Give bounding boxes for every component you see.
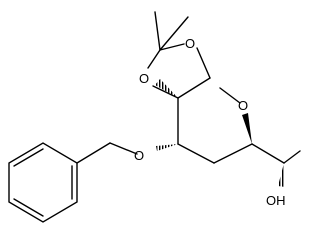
- wedge-c4-o1: [155, 79, 178, 98]
- bond-ch2-ph: [76, 142, 111, 164]
- atom-label-o-benzyl: O: [134, 148, 144, 163]
- atom-labels: O O O O OH: [134, 36, 286, 208]
- atom-label-o-methoxy: O: [238, 98, 248, 113]
- bond-lines: [8, 11, 301, 223]
- bond-cq-me1: [154, 11, 161, 51]
- bond-c7-c8: [251, 143, 285, 164]
- atom-label-oh: OH: [266, 193, 286, 208]
- bond-c5-ch2: [177, 143, 215, 164]
- atom-label-o2: O: [185, 36, 195, 51]
- benzene-inner-2: [13, 198, 44, 217]
- bond-ch2-c4: [177, 77, 211, 99]
- benzene-ring: [8, 142, 78, 223]
- bond-c4-o1: [152, 85, 179, 99]
- wedge-c8-oh: [278, 163, 285, 187]
- chemical-structure: O O O O OH: [8, 11, 301, 223]
- bond-obn-ch2: [109, 142, 138, 155]
- wedge-c7-ome: [242, 113, 252, 144]
- bond-cq-me2: [159, 16, 189, 51]
- wedge-c5-obn: [156, 144, 178, 151]
- bond-o2-ch2: [196, 47, 211, 79]
- bond-cq-o1: [147, 49, 161, 69]
- atom-label-o1: O: [139, 71, 149, 86]
- stereo-bonds: [155, 79, 285, 187]
- benzene-inner-3: [13, 148, 44, 167]
- bond-ch2-c7: [213, 143, 253, 164]
- bond-cq-o2: [159, 43, 185, 51]
- bond-ome-me: [219, 87, 241, 104]
- bond-c8-me: [283, 150, 301, 164]
